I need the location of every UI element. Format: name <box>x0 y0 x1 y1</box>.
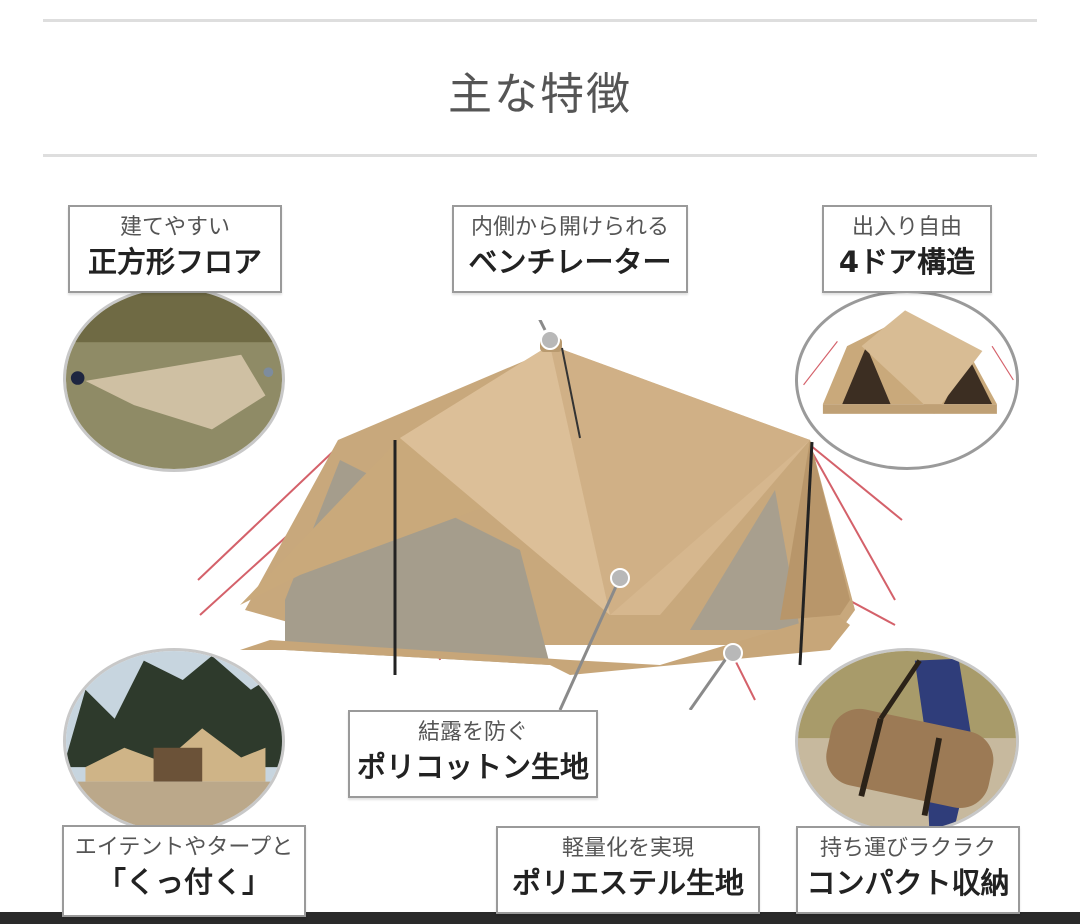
feature-polycotton: 結露を防ぐ ポリコットン生地 <box>348 710 598 798</box>
feature-ventilator: 内側から開けられる ベンチレーター <box>452 205 688 293</box>
feature-connect: エイテントやタープと 「くっ付く」 <box>62 825 306 917</box>
carry-bag-photo <box>795 648 1019 834</box>
page-title: 主な特徴 <box>448 69 632 120</box>
connected-tents-photo <box>63 648 285 834</box>
feature-sub-text: 建てやすい <box>119 215 230 240</box>
feature-compact: 持ち運びラクラク コンパクト収納 <box>796 826 1020 914</box>
feature-sub-text: 内側から開けられる <box>470 215 669 240</box>
top-divider <box>43 19 1037 22</box>
title-divider <box>43 154 1037 157</box>
feature-square-floor: 建てやすい 正方形フロア <box>68 205 282 293</box>
feature-sub-text: 持ち運びラクラク <box>819 836 996 861</box>
feature-sub-text: 軽量化を実現 <box>561 836 694 861</box>
feature-sub-text: 出入り自由 <box>851 215 962 240</box>
feature-four-door: 出入り自由 4ドア構造 <box>822 205 992 293</box>
feature-main-text: 正方形フロア <box>87 245 262 279</box>
four-door-photo <box>795 290 1019 470</box>
feature-main-text: 4ドア構造 <box>838 245 976 279</box>
feature-main-text: コンパクト収納 <box>806 866 1010 900</box>
feature-main-text: 「くっ付く」 <box>96 865 271 899</box>
feature-main-text: ポリコットン生地 <box>356 750 589 784</box>
feature-sub-text: 結露を防ぐ <box>417 720 528 745</box>
feature-polyester: 軽量化を実現 ポリエステル生地 <box>496 826 760 914</box>
feature-main-text: ポリエステル生地 <box>511 866 744 900</box>
square-floor-photo <box>63 286 285 472</box>
feature-main-text: ベンチレーター <box>468 245 672 279</box>
main-tent-image <box>197 320 903 710</box>
feature-sub-text: エイテントやタープと <box>74 835 294 860</box>
